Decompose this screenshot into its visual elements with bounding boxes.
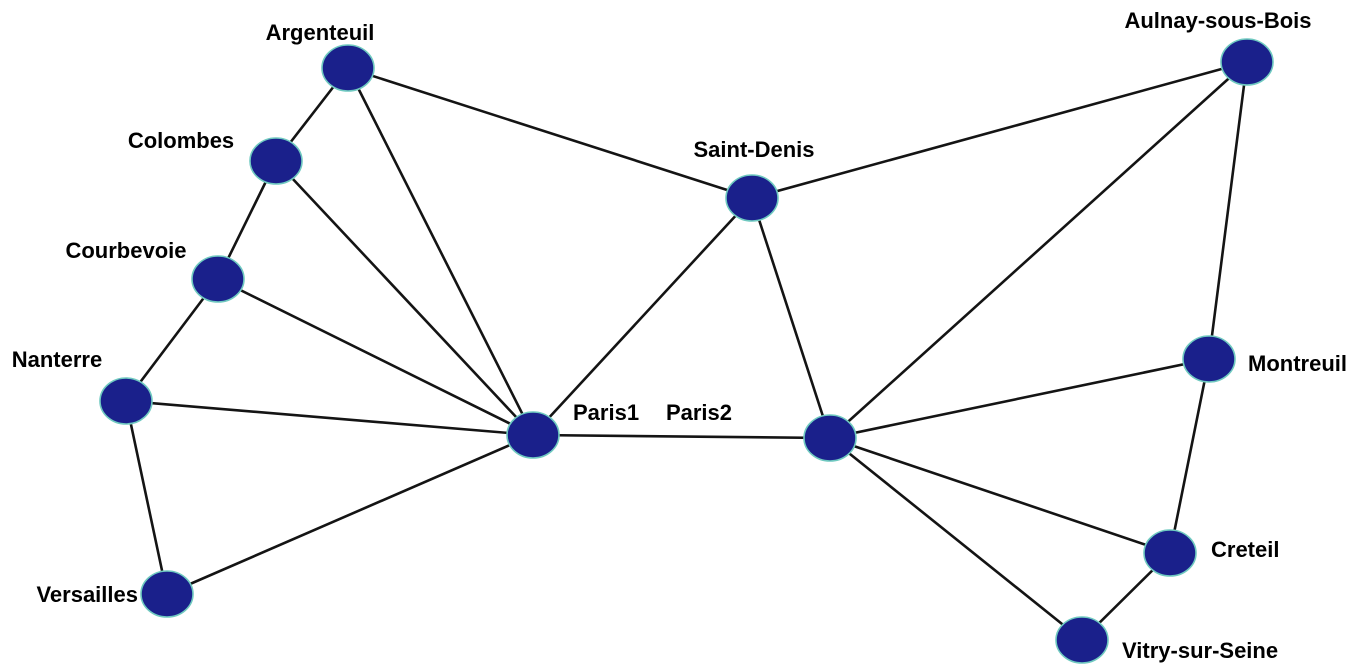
edge-saint-denis-aulnay-sous-bois — [750, 60, 1249, 200]
node-label-vitry-sur-seine: Vitry-sur-Seine — [1122, 638, 1278, 663]
edge-nanterre-versailles — [124, 399, 169, 596]
node-versailles — [140, 570, 194, 618]
node-saint-denis — [725, 174, 779, 222]
edge-montreuil-creteil — [1168, 357, 1211, 555]
node-courbevoie — [191, 255, 245, 303]
edge-argenteuil-paris1 — [346, 66, 535, 437]
node-label-aulnay-sous-bois: Aulnay-sous-Bois — [1124, 8, 1311, 33]
edge-paris2-aulnay-sous-bois — [828, 60, 1249, 440]
nodes-layer — [99, 38, 1274, 664]
edge-paris2-vitry-sur-seine — [828, 436, 1084, 642]
node-label-montreuil: Montreuil — [1248, 351, 1347, 376]
edge-courbevoie-paris1 — [216, 277, 535, 437]
node-label-nanterre: Nanterre — [12, 347, 102, 372]
node-label-creteil: Creteil — [1211, 537, 1279, 562]
node-paris1 — [506, 411, 560, 459]
edge-courbevoie-nanterre — [124, 277, 220, 403]
node-colombes — [249, 137, 303, 185]
node-creteil — [1143, 529, 1197, 577]
edge-colombes-paris1 — [274, 159, 535, 437]
node-label-paris1: Paris1 — [573, 400, 639, 425]
node-label-versailles: Versailles — [36, 582, 138, 607]
node-label-argenteuil: Argenteuil — [266, 20, 375, 45]
edges-layer — [124, 60, 1249, 642]
node-label-paris2: Paris2 — [666, 400, 732, 425]
edge-paris2-montreuil — [828, 357, 1211, 440]
node-label-saint-denis: Saint-Denis — [693, 137, 814, 162]
edge-paris2-creteil — [828, 436, 1172, 555]
node-label-colombes: Colombes — [128, 128, 234, 153]
edge-argenteuil-saint-denis — [346, 66, 754, 200]
node-paris2 — [803, 414, 857, 462]
labels-layer: ArgenteuilColombesCourbevoieNanterreVers… — [12, 8, 1347, 663]
node-montreuil — [1182, 335, 1236, 383]
edge-versailles-paris1 — [165, 433, 535, 596]
edge-aulnay-sous-bois-montreuil — [1207, 60, 1249, 361]
edge-nanterre-paris1 — [124, 399, 535, 437]
node-aulnay-sous-bois — [1220, 38, 1274, 86]
node-nanterre — [99, 377, 153, 425]
node-label-courbevoie: Courbevoie — [65, 238, 186, 263]
node-argenteuil — [321, 44, 375, 92]
edge-saint-denis-paris2 — [750, 196, 832, 440]
edge-paris1-paris2 — [531, 433, 832, 440]
node-vitry-sur-seine — [1055, 616, 1109, 664]
edge-paris1-saint-denis — [531, 196, 754, 437]
